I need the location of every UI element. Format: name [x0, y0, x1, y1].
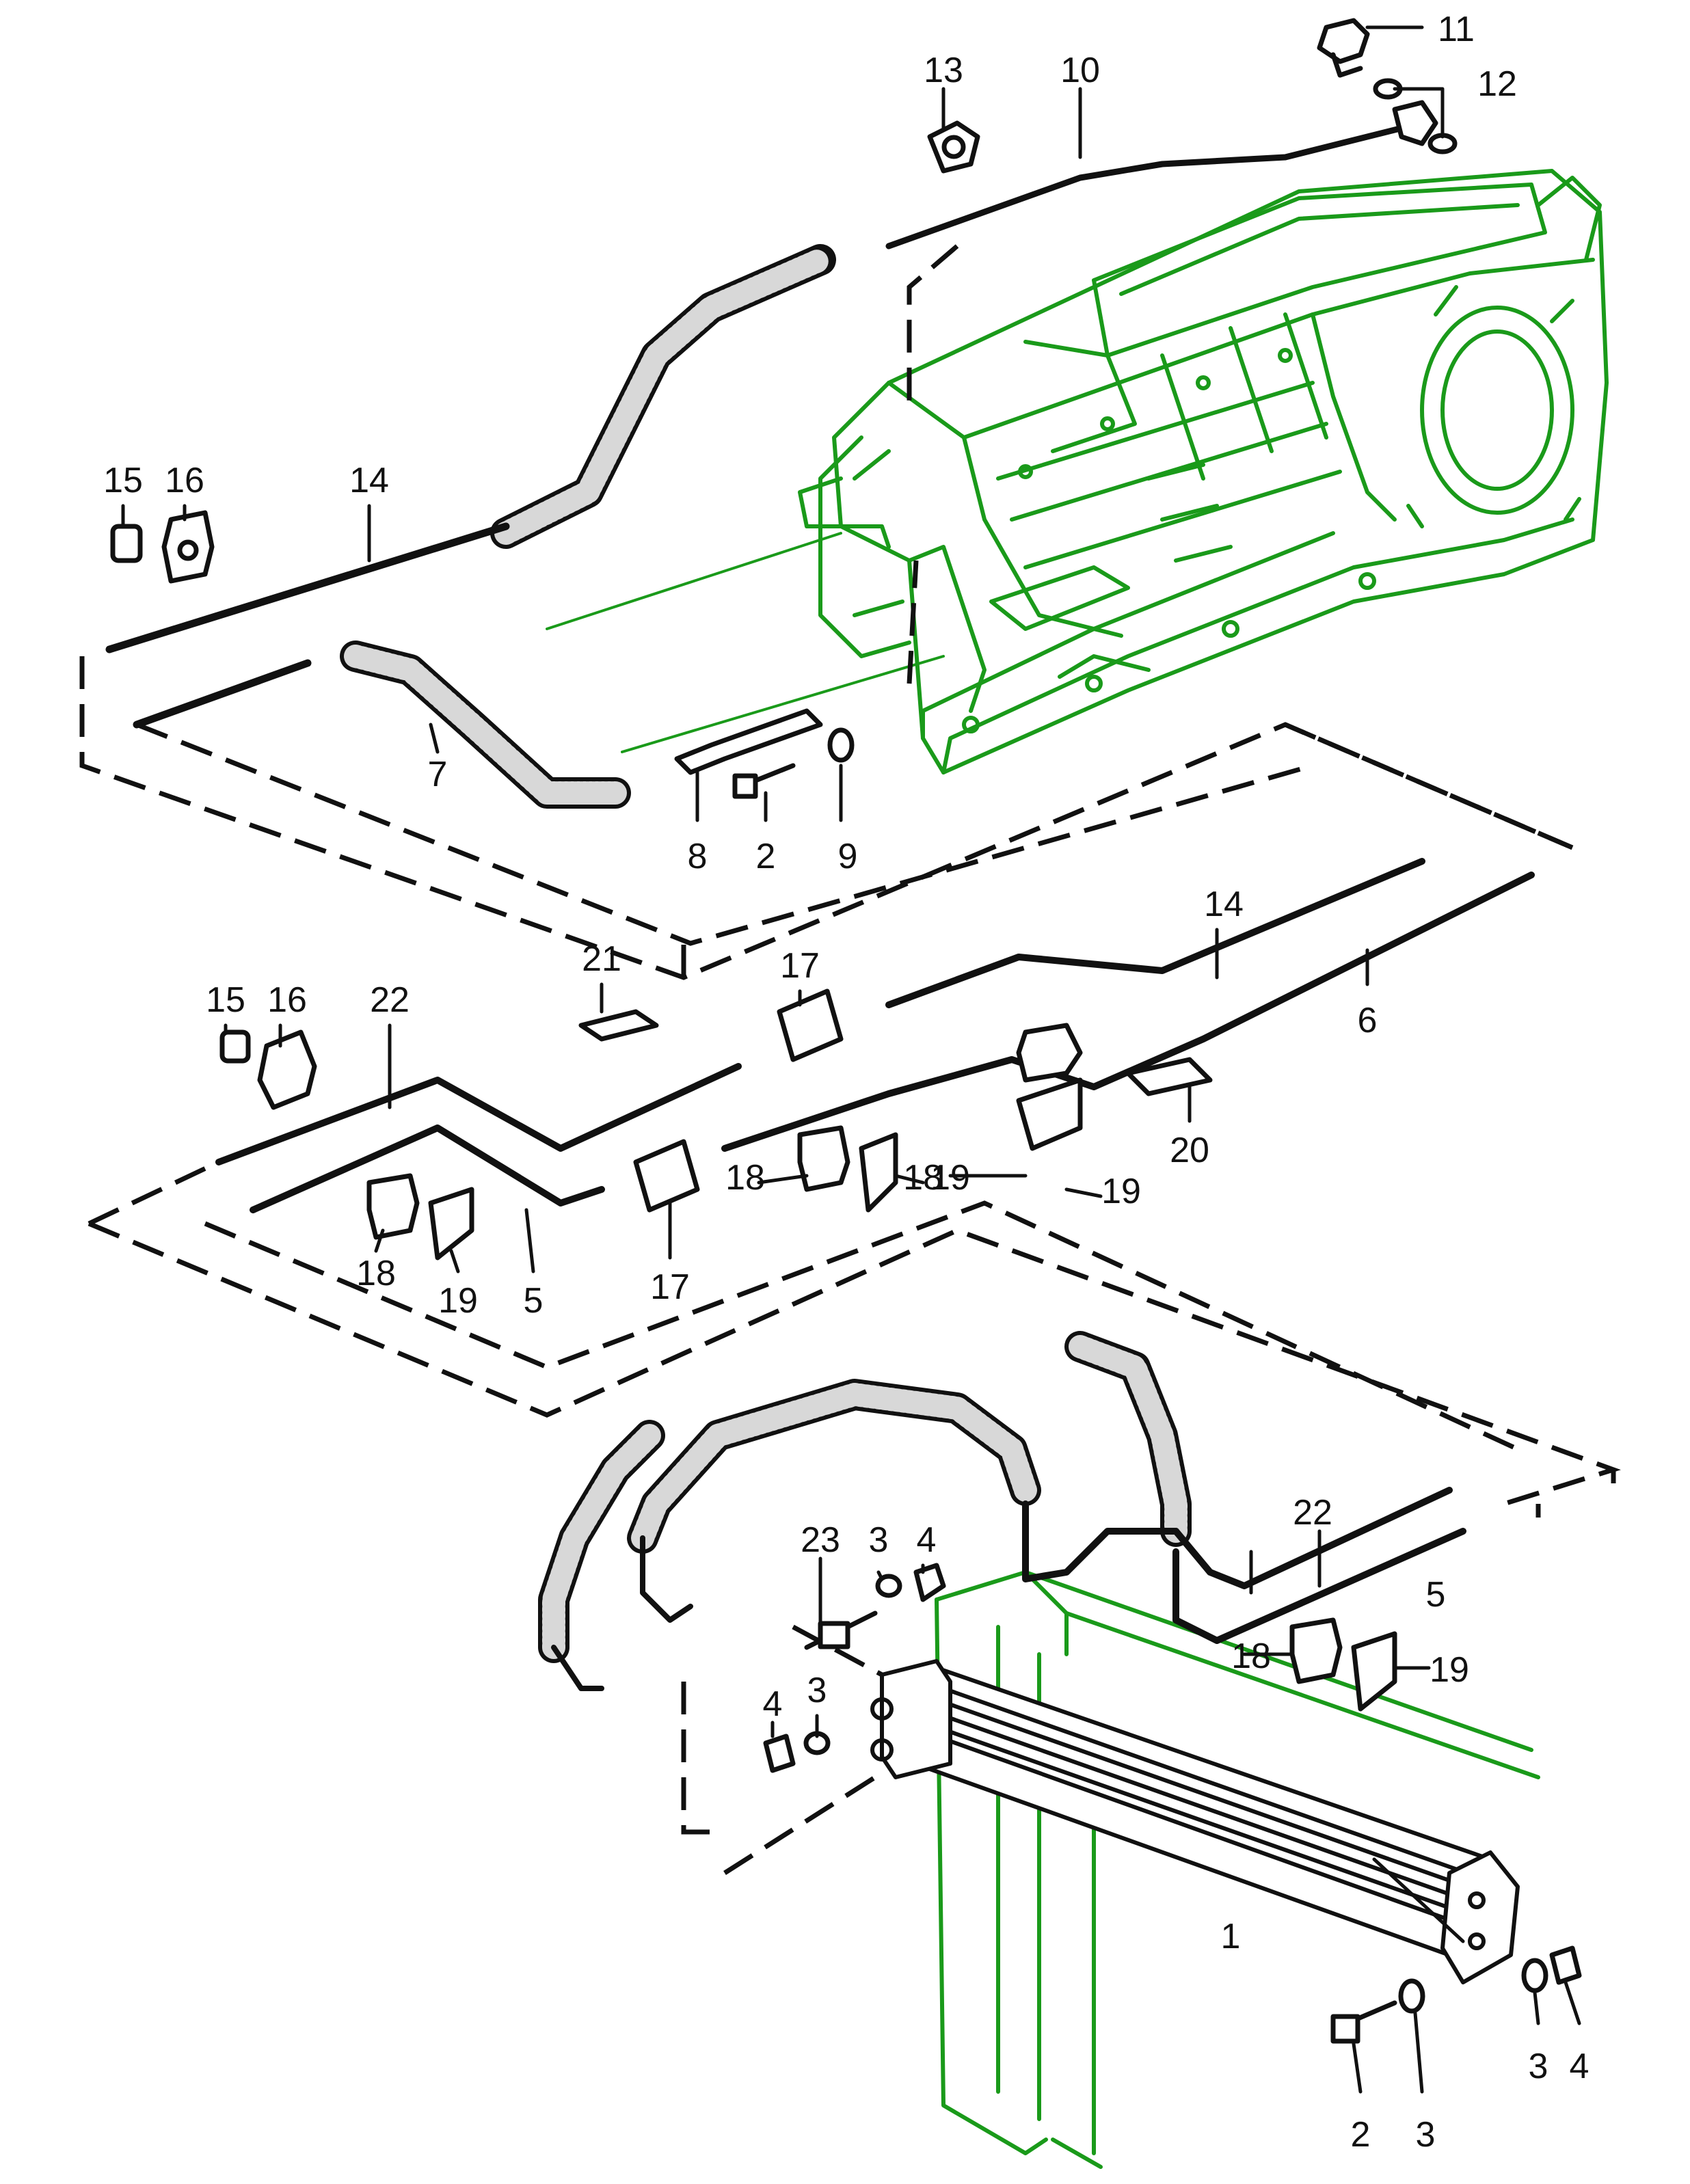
clamp-halves-part-18 — [366, 1023, 1343, 1684]
label-part-18-d: 18 — [1231, 1636, 1271, 1676]
nut-part-15-middle — [219, 1029, 251, 1064]
label-part-2-lower: 2 — [1351, 2115, 1371, 2155]
label-part-3-c: 3 — [1529, 2047, 1548, 2086]
label-part-19-d: 19 — [1430, 1650, 1469, 1690]
oil-line-part-22-middle — [215, 1063, 742, 1165]
washers-part-3 — [803, 1574, 1548, 2014]
label-part-9: 9 — [838, 837, 858, 876]
lower-hose-fittings — [551, 1535, 693, 1691]
hose-part-10-upper — [490, 244, 836, 549]
label-part-16-middle: 16 — [267, 980, 307, 1020]
label-part-5-middle: 5 — [524, 1281, 544, 1321]
label-part-10: 10 — [1060, 51, 1100, 90]
oil-line-part-5-middle — [250, 1124, 605, 1213]
nuts-part-4 — [763, 1563, 1582, 1985]
label-part-19-a: 19 — [1101, 1172, 1141, 1211]
callout-labels: 13 10 11 12 15 16 14 7 8 2 9 14 6 15 16 … — [103, 10, 1589, 2155]
label-part-20: 20 — [1170, 1131, 1209, 1170]
label-part-3-d: 3 — [1416, 2115, 1436, 2155]
label-part-3-a: 3 — [869, 1520, 889, 1560]
oil-line-part-10 — [885, 120, 1425, 250]
label-part-5-lower: 5 — [1426, 1575, 1446, 1615]
label-part-16-upper: 16 — [165, 461, 204, 500]
label-part-21: 21 — [582, 939, 621, 979]
cooler-mounting-frame — [935, 1570, 1540, 2169]
transmission-centerline — [546, 532, 945, 753]
clamp-part-16-middle — [257, 1029, 317, 1110]
oil-line-part-22-lower — [1022, 1487, 1453, 1589]
label-part-14-upper: 14 — [349, 461, 389, 500]
label-part-8: 8 — [688, 837, 708, 876]
brackets-part-19 — [428, 1077, 1397, 1712]
oil-line-part-14-upper — [105, 522, 510, 653]
bolt-part-2-lower — [1330, 2000, 1397, 2044]
oil-line-part-5-lower — [1172, 1528, 1466, 1644]
label-part-23: 23 — [801, 1520, 840, 1560]
washers-part-12 — [1373, 78, 1458, 154]
label-part-4-c: 4 — [1570, 2047, 1590, 2086]
label-part-6: 6 — [1358, 1001, 1378, 1040]
label-part-4-b: 4 — [763, 1684, 783, 1724]
dashed-group-upper — [79, 244, 1574, 980]
label-part-3-b: 3 — [807, 1671, 827, 1710]
label-part-15-upper: 15 — [103, 461, 143, 500]
label-part-17-upper: 17 — [780, 946, 820, 986]
label-part-12: 12 — [1477, 64, 1517, 104]
bolt-part-2-upper — [732, 763, 796, 799]
nut-part-15-upper — [110, 524, 143, 563]
dashed-group-middle — [88, 1159, 1621, 1507]
union-part-8 — [674, 708, 823, 775]
oil-line-part-7-tube — [133, 659, 312, 729]
label-part-19-c: 19 — [438, 1281, 478, 1321]
hose-part-7 — [340, 641, 631, 809]
label-part-18-a: 18 — [903, 1158, 943, 1198]
label-part-18-b: 18 — [725, 1158, 765, 1198]
dashed-group-lower — [681, 1504, 1541, 1875]
oil-cooler — [870, 1659, 1520, 1984]
plate-part-21 — [578, 1009, 659, 1042]
label-part-17-lower: 17 — [650, 1267, 690, 1307]
fitting-part-11 — [1317, 18, 1370, 78]
oil-line-part-6 — [721, 872, 1535, 1152]
label-part-19-b: 19 — [930, 1158, 970, 1198]
leader-lines — [121, 25, 1581, 2094]
oil-line-part-14-middle — [885, 858, 1425, 1008]
transmission-housing — [798, 169, 1609, 774]
label-part-15-middle: 15 — [206, 980, 245, 1020]
hose-lower-middle — [627, 1379, 1041, 1554]
clamp-part-13 — [927, 120, 980, 174]
clamp-part-16-upper — [161, 510, 215, 584]
hose-lower-left — [538, 1420, 665, 1663]
connector-part-17-upper — [777, 988, 844, 1062]
washer-part-9 — [827, 727, 855, 763]
stud-part-23 — [804, 1610, 878, 1650]
label-part-2-upper: 2 — [756, 837, 776, 876]
label-part-4-a: 4 — [917, 1520, 937, 1560]
label-part-11: 11 — [1438, 10, 1475, 49]
label-part-14-middle: 14 — [1204, 885, 1244, 924]
connector-part-17-lower — [633, 1139, 700, 1213]
label-part-22-middle: 22 — [370, 980, 410, 1020]
label-part-18-c: 18 — [356, 1254, 396, 1293]
label-part-7: 7 — [428, 755, 448, 794]
plate-part-20 — [1125, 1057, 1213, 1096]
hose-lower-right — [1064, 1331, 1192, 1547]
label-part-13: 13 — [924, 51, 963, 90]
label-part-1: 1 — [1221, 1917, 1241, 1956]
label-part-22-lower: 22 — [1293, 1493, 1332, 1533]
